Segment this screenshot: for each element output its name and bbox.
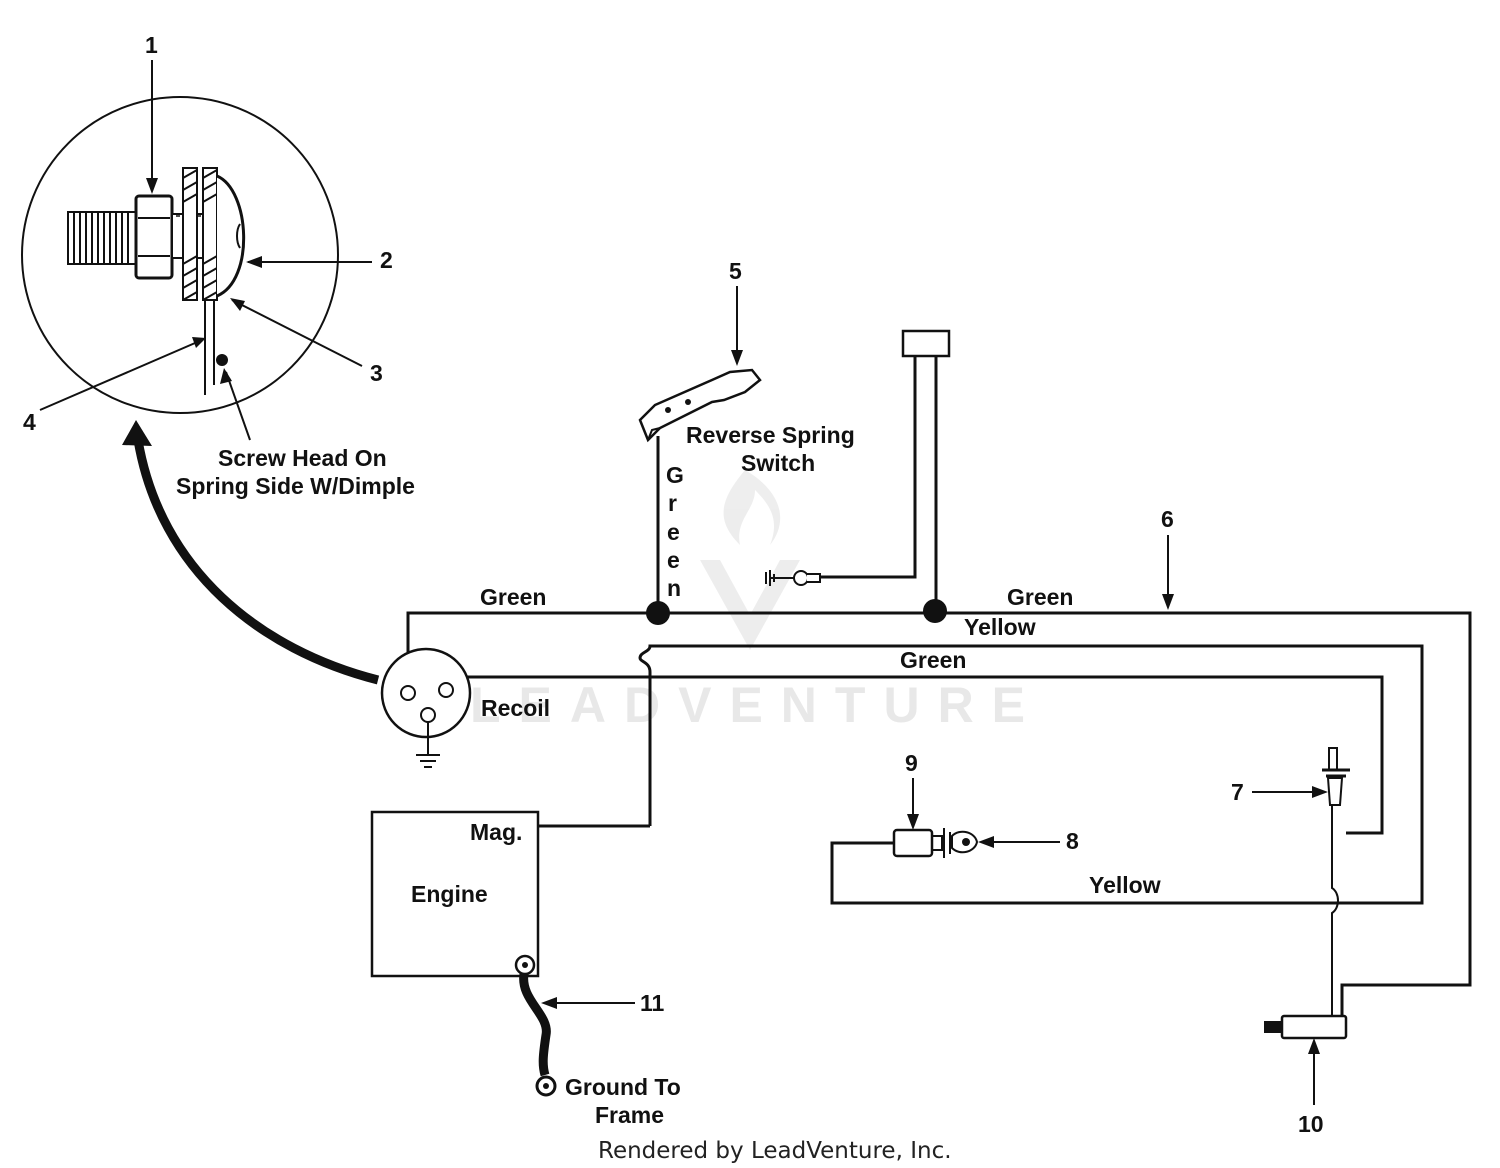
callout-5: 5 — [729, 258, 742, 284]
junction-dot — [646, 601, 670, 625]
reverse-spring-label-line1: Reverse Spring — [686, 422, 855, 448]
part-10-plunger: 10 — [1264, 1014, 1348, 1137]
wiring — [406, 329, 1472, 1018]
reverse-spring-switch: 5 Reverse Spring Switch — [638, 258, 855, 476]
callout-10: 10 — [1298, 1111, 1324, 1137]
detail-circle — [21, 96, 339, 414]
callout-6: 6 — [1161, 506, 1174, 532]
recoil-label: Recoil — [481, 695, 550, 721]
detail-pointer-arrow — [122, 420, 380, 685]
ground-label-line1: Ground To — [565, 1074, 681, 1100]
wire-label-yellow-upper: Yellow — [964, 614, 1036, 640]
callout-3: 3 — [370, 360, 383, 386]
watermark: LEADVENTURE — [470, 470, 1043, 733]
screw-head-label-line1: Screw Head On — [218, 445, 387, 471]
screw-head-label-line2: Spring Side W/Dimple — [176, 473, 415, 499]
dimple — [216, 354, 228, 366]
mag-label: Mag. — [470, 819, 522, 845]
key-switch-module — [901, 329, 951, 358]
green-letter-n: n — [667, 575, 681, 601]
wire-label-yellow-lower: Yellow — [1089, 872, 1161, 898]
recoil-connector: Recoil — [380, 647, 550, 768]
ground-label-line2: Frame — [595, 1102, 664, 1128]
callout-8: 8 — [1066, 828, 1079, 854]
junction-dot — [923, 599, 947, 623]
detail-view: 1 2 3 4 Screw Head On Spring Side W/Dimp… — [21, 32, 415, 499]
callout-1: 1 — [145, 32, 158, 58]
part-9-body — [892, 828, 934, 858]
green-letter-r: r — [668, 490, 677, 516]
callout-4: 4 — [23, 409, 36, 435]
lamp-wire — [1331, 790, 1339, 1018]
insulator-washer — [182, 167, 218, 301]
ground-strap — [519, 973, 551, 1077]
hex-nut — [134, 194, 174, 280]
callout-9: 9 — [905, 750, 918, 776]
threaded-stud — [67, 211, 137, 265]
wire-label-green-right: Green — [1007, 584, 1073, 610]
recoil-ground-icon — [416, 722, 440, 768]
green-letter-e1: e — [667, 519, 680, 545]
engine-label: Engine — [411, 881, 488, 907]
flame-icon — [723, 470, 781, 545]
green-main-wire — [406, 611, 1472, 1018]
callout-11: 11 — [640, 990, 665, 1016]
part-7-switch: 7 — [1231, 747, 1350, 806]
engine-block: Mag. Engine 11 Ground To Frame — [370, 810, 681, 1128]
yellow-wire — [638, 644, 1424, 905]
callout-2: 2 — [380, 247, 393, 273]
callout-7: 7 — [1231, 779, 1244, 805]
watermark-text: LEADVENTURE — [470, 677, 1043, 733]
v-logo-icon — [700, 560, 800, 650]
wire-label-green-left: Green — [480, 584, 546, 610]
switch-assembly-8-9: 9 8 — [892, 750, 1079, 858]
ring-terminal — [793, 570, 809, 586]
screw-head — [216, 174, 246, 298]
green-letter-g: G — [666, 462, 684, 488]
green-letter-e2: e — [667, 547, 680, 573]
wire-label-green-middle: Green — [900, 647, 966, 673]
reverse-spring-label-line2: Switch — [741, 450, 815, 476]
chassis-ground-icon — [765, 570, 795, 586]
green-vertical-label: G r e e n — [666, 462, 684, 601]
footer-credit: Rendered by LeadVenture, Inc. — [598, 1138, 952, 1164]
module-ground-wire — [810, 356, 917, 579]
spring-plate — [204, 300, 215, 395]
